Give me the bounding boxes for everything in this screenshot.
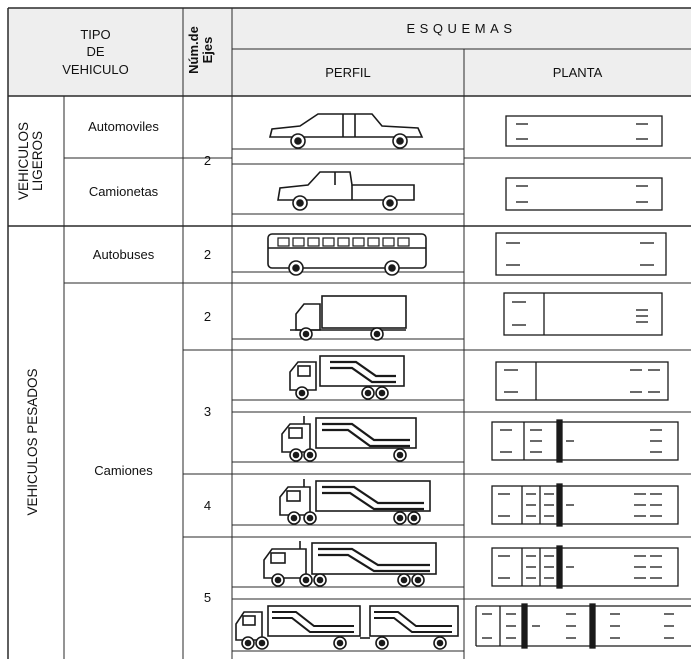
bus-plan-icon <box>495 232 667 276</box>
tractor-trailer-plan-icon <box>495 361 669 401</box>
axles-camion-5: 5 <box>203 590 212 606</box>
header-tipo-line2: DE <box>86 44 105 60</box>
axles-camion-3: 3 <box>203 404 212 420</box>
tractor-semitrailer-4-axle-icon <box>279 479 431 525</box>
box-truck-plan-icon <box>503 292 663 336</box>
header-planta: PLANTA <box>552 64 603 80</box>
axles-autobuses: 2 <box>203 246 212 262</box>
tractor-semitrailer-5-axle-icon <box>263 541 437 587</box>
header-tipo-line3: VEHICULO <box>62 61 129 77</box>
pickup-plan-icon <box>505 177 663 211</box>
semitrailer-5-axle-plan-icon <box>491 545 679 589</box>
pickup-truck-icon <box>277 171 415 211</box>
header-tipo-de-vehiculo: TIPO DE VEHICULO <box>8 8 183 96</box>
type-automoviles: Automoviles <box>88 119 159 135</box>
car-plan-icon <box>505 115 663 147</box>
tractor-trailer-icon <box>289 355 405 400</box>
sedan-car-icon <box>268 113 424 149</box>
type-autobuses: Autobuses <box>92 246 155 262</box>
header-background <box>8 8 691 96</box>
semitrailer-3-axle-plan-icon <box>491 419 679 463</box>
semitrailer-4-axle-plan-icon <box>491 483 679 527</box>
type-camionetas: Camionetas <box>88 184 159 200</box>
axles-camion-4: 4 <box>203 497 212 513</box>
truck-full-trailer-plan-icon <box>475 603 691 649</box>
bus-icon <box>267 233 427 276</box>
truck-full-trailer-icon <box>235 605 459 650</box>
axles-camion-2: 2 <box>203 308 212 324</box>
header-tipo-line1: TIPO <box>80 26 111 42</box>
axles-ligeros: 2 <box>203 153 212 169</box>
box-truck-icon <box>290 295 407 341</box>
type-camiones: Camiones <box>94 463 153 479</box>
header-perfil: PERFIL <box>325 64 371 80</box>
tractor-semitrailer-3-axle-icon <box>281 416 417 462</box>
header-esquemas: ESQUEMAS <box>406 20 517 36</box>
